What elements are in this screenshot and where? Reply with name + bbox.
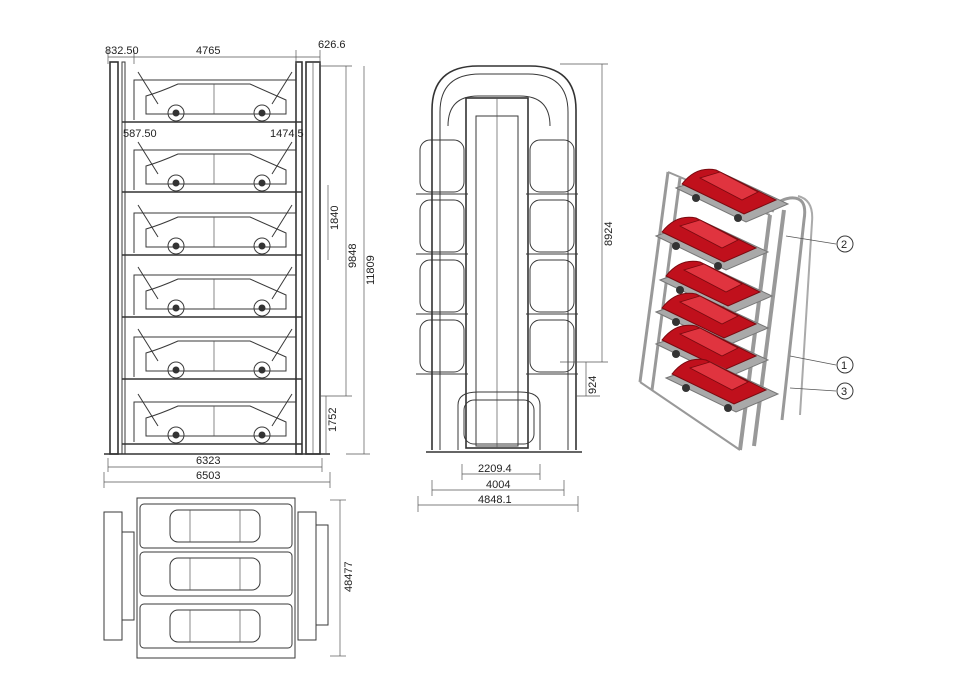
front-dimensions: 832.50 4765 626.6 587.50 1474.5 1840 984…: [103, 39, 377, 488]
wheel: [167, 426, 185, 444]
callout-3: [836, 382, 854, 400]
side-pallet-pair: [416, 199, 578, 255]
plan-view: 48477: [103, 497, 355, 659]
car-outline: [145, 216, 287, 248]
plan-car: [139, 503, 293, 549]
iso-car: [664, 358, 780, 413]
wheel: [253, 426, 271, 444]
right-column: [295, 61, 303, 455]
iso-car: [654, 216, 770, 271]
car-outline: [145, 83, 287, 115]
front-pallet: [122, 328, 302, 380]
left-column: [109, 61, 119, 455]
dim-mid-height: 9848: [347, 244, 359, 268]
wheel: [253, 237, 271, 255]
car-outline: [145, 340, 287, 372]
iso-car: [658, 260, 774, 315]
wheel: [253, 299, 271, 317]
wheel: [167, 104, 185, 122]
dim-total-height: 11809: [365, 255, 377, 285]
front-pallet: [122, 266, 302, 318]
wheel: [167, 361, 185, 379]
dim-side-bottom: 924: [587, 376, 599, 394]
dim-pitch: 1840: [329, 206, 341, 230]
dim-top-width: 4765: [196, 45, 220, 57]
callout-1: [836, 356, 854, 374]
car-outline: [145, 153, 287, 185]
iso-car: [674, 168, 790, 223]
front-view: 832.50 4765 626.6 587.50 1474.5 1840 984…: [103, 39, 377, 488]
dim-plan-depth: 48477: [343, 561, 355, 592]
plan-car: [139, 551, 293, 597]
dim-base-inner: 6323: [196, 455, 220, 467]
car-outline: [145, 405, 287, 437]
wheel: [253, 174, 271, 192]
side-pallet-pair: [416, 139, 578, 195]
callout-2-label: 2: [841, 239, 847, 251]
iso-car: [654, 324, 770, 379]
side-pallet-pair: [416, 259, 578, 315]
car-outline: [145, 278, 287, 310]
front-pallet: [122, 71, 302, 123]
dim-inner-left: 587.50: [123, 128, 157, 140]
dim-side-outer-width: 4848.1: [478, 494, 512, 506]
dim-side-height: 8924: [603, 222, 615, 246]
wheel: [253, 361, 271, 379]
plan-car: [139, 603, 293, 649]
dim-side-mid-width: 4004: [486, 479, 510, 491]
dim-top-right: 626.6: [318, 39, 346, 51]
front-pallet: [122, 141, 302, 193]
dim-bottom-gap: 1752: [327, 408, 339, 432]
callout-2: [836, 235, 854, 253]
wheel: [167, 174, 185, 192]
side-pallet-pair: [416, 319, 578, 375]
callout-1-label: 1: [841, 360, 847, 372]
dim-side-inner-width: 2209.4: [478, 463, 512, 475]
callout-3-label: 3: [841, 386, 847, 398]
wheel: [167, 299, 185, 317]
dim-top-left: 832.50: [105, 45, 139, 57]
wheel: [253, 104, 271, 122]
dim-base-outer: 6503: [196, 470, 220, 482]
side-view: 8924 924 2209.4 4004 4848.1: [416, 63, 615, 512]
front-pallet: [122, 204, 302, 256]
dim-inner-right: 1474.5: [270, 128, 304, 140]
isometric-view: 2 1 3: [638, 168, 854, 451]
front-pallet: [122, 393, 302, 445]
wheel: [167, 237, 185, 255]
